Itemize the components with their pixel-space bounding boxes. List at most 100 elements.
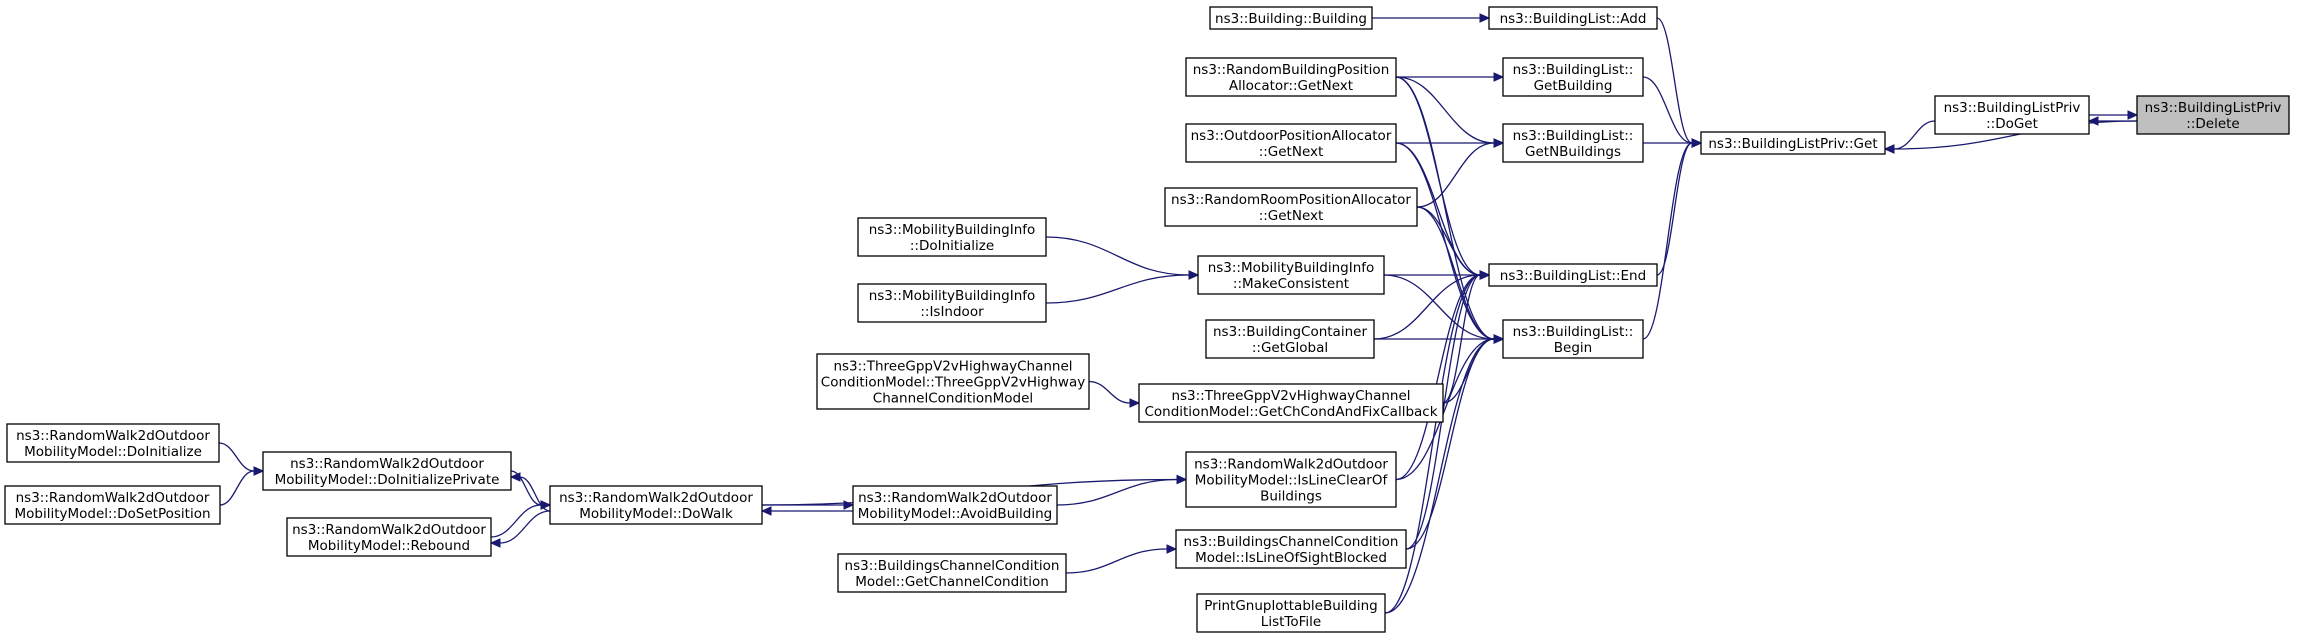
node-label: ::IsIndoor — [920, 304, 984, 320]
node-opa[interactable]: ns3::OutdoorPositionAllocator::GetNext — [1185, 123, 1397, 163]
node-label: ns3::RandomWalk2dOutdoor — [290, 456, 484, 472]
node-mbi_mc[interactable]: ns3::MobilityBuildingInfo::MakeConsisten… — [1197, 255, 1385, 295]
node-end[interactable]: ns3::BuildingList::End — [1488, 263, 1658, 287]
call-edge-rw_rebound-to-rw_dowalk — [490, 500, 552, 538]
node-label: ns3::BuildingListPriv — [1944, 100, 2081, 116]
call-edge-doget-to-delete — [2089, 110, 2139, 120]
node-label: ::Delete — [2186, 116, 2239, 132]
node-rw_setpos[interactable]: ns3::RandomWalk2dOutdoorMobilityModel::D… — [4, 485, 221, 525]
node-mbi_indoor[interactable]: ns3::MobilityBuildingInfo::IsIndoor — [857, 283, 1047, 323]
node-label: ns3::RandomWalk2dOutdoor — [858, 490, 1052, 506]
node-getnbuildings[interactable]: ns3::BuildingList::GetNBuildings — [1502, 123, 1644, 163]
node-label: ns3::RandomWalk2dOutdoor — [559, 490, 753, 506]
call-edge-rw_dowalk-to-rw_rebound — [489, 510, 551, 548]
node-label: MobilityModel::IsLineClearOf — [1195, 473, 1389, 489]
call-edge-rbpa-to-getbuilding — [1396, 72, 1505, 82]
call-edge-rw_setpos-to-rw_doinitp — [219, 466, 265, 506]
call-edge-mbi_init-to-mbi_mc — [1045, 236, 1200, 280]
node-label: ns3::Building::Building — [1215, 11, 1367, 27]
node-label: ns3::BuildingContainer — [1213, 324, 1367, 340]
call-edge-tg_ctor-to-tg_get — [1088, 380, 1141, 408]
node-label: ns3::ThreeGppV2vHighwayChannel — [833, 359, 1072, 375]
call-edge-end-to-get — [1656, 138, 1703, 276]
node-label: ChannelConditionModel — [873, 391, 1033, 407]
node-label: ConditionModel::ThreeGppV2vHighway — [821, 375, 1085, 391]
node-label: MobilityModel::AvoidBuilding — [858, 506, 1052, 522]
node-rw_dowalk[interactable]: ns3::RandomWalk2dOutdoorMobilityModel::D… — [549, 485, 763, 525]
node-label: MobilityModel::DoSetPosition — [14, 506, 210, 522]
node-label: PrintGnuplottableBuilding — [1204, 598, 1377, 614]
node-label: ns3::BuildingList:: — [1513, 128, 1634, 144]
node-label: Model::IsLineOfSightBlocked — [1195, 550, 1387, 566]
node-label: ns3::MobilityBuildingInfo — [1208, 260, 1375, 276]
node-delete[interactable]: ns3::BuildingListPriv::Delete — [2136, 95, 2290, 135]
node-label: ns3::BuildingsChannelCondition — [1184, 534, 1399, 550]
node-label: ns3::MobilityBuildingInfo — [869, 222, 1036, 238]
node-label: ::DoGet — [1986, 116, 2038, 132]
node-label: ns3::BuildingList::End — [1500, 268, 1646, 284]
node-tg_ctor[interactable]: ns3::ThreeGppV2vHighwayChannelConditionM… — [816, 353, 1090, 410]
node-label: ns3::RandomWalk2dOutdoor — [292, 522, 486, 538]
node-label: ::GetGlobal — [1252, 340, 1328, 356]
call-edge-delete-to-get — [1883, 120, 2138, 154]
call-edge-print-to-begin — [1384, 334, 1505, 614]
node-label: MobilityModel::DoWalk — [579, 506, 733, 522]
node-label: ns3::OutdoorPositionAllocator — [1191, 128, 1392, 144]
node-label: ns3::RandomBuildingPosition — [1193, 62, 1390, 78]
node-label: MobilityModel::Rebound — [308, 538, 470, 554]
node-label: ns3::RandomWalk2dOutdoor — [16, 490, 210, 506]
node-label: ns3::RandomRoomPositionAllocator — [1171, 192, 1411, 208]
node-label: MobilityModel::DoInitialize — [24, 444, 202, 460]
node-label: ns3::RandomWalk2dOutdoor — [16, 428, 210, 444]
node-rw_doinit[interactable]: ns3::RandomWalk2dOutdoorMobilityModel::D… — [6, 423, 220, 463]
node-label: GetNBuildings — [1525, 144, 1621, 160]
node-tg_get[interactable]: ns3::ThreeGppV2vHighwayChannelConditionM… — [1138, 383, 1444, 423]
node-label: ListToFile — [1261, 614, 1321, 630]
node-bcc_islos[interactable]: ns3::BuildingsChannelConditionModel::IsL… — [1175, 529, 1407, 569]
call-edge-rrpa-to-getnbuildings — [1416, 138, 1505, 208]
node-label: ::DoInitialize — [910, 238, 994, 254]
node-label: ns3::BuildingListPriv — [2145, 100, 2282, 116]
call-edges — [218, 13, 2139, 614]
node-label: ::GetNext — [1259, 208, 1324, 224]
call-edge-begin-to-get — [1642, 138, 1703, 340]
call-edge-mbi_mc-to-begin — [1383, 274, 1505, 344]
node-rbpa[interactable]: ns3::RandomBuildingPositionAllocator::Ge… — [1185, 57, 1397, 97]
node-label: GetBuilding — [1534, 78, 1613, 94]
node-doget[interactable]: ns3::BuildingListPriv::DoGet — [1934, 95, 2090, 135]
node-label: Model::GetChannelCondition — [855, 574, 1049, 590]
node-rrpa[interactable]: ns3::RandomRoomPositionAllocator::GetNex… — [1164, 187, 1418, 227]
node-label: Allocator::GetNext — [1229, 78, 1353, 94]
node-getbuilding[interactable]: ns3::BuildingList::GetBuilding — [1502, 57, 1644, 97]
call-edge-rw_islc-to-end — [1395, 270, 1491, 481]
node-begin[interactable]: ns3::BuildingList::Begin — [1502, 319, 1644, 359]
node-label: ::MakeConsistent — [1233, 276, 1349, 292]
node-label: ConditionModel::GetChCondAndFixCallback — [1144, 404, 1437, 420]
node-add[interactable]: ns3::BuildingList::Add — [1488, 6, 1658, 30]
call-edge-building-to-add — [1372, 13, 1491, 23]
node-label: ns3::ThreeGppV2vHighwayChannel — [1171, 388, 1410, 404]
node-label: ns3::BuildingList:: — [1513, 62, 1634, 78]
node-rw_islc[interactable]: ns3::RandomWalk2dOutdoorMobilityModel::I… — [1185, 451, 1397, 508]
node-label: ns3::BuildingsChannelCondition — [845, 558, 1060, 574]
node-label: Buildings — [1260, 489, 1322, 505]
node-bc_global[interactable]: ns3::BuildingContainer::GetGlobal — [1205, 319, 1375, 359]
call-edge-getbuilding-to-get — [1642, 76, 1703, 148]
node-label: ns3::BuildingList:: — [1513, 324, 1634, 340]
node-mbi_init[interactable]: ns3::MobilityBuildingInfo::DoInitialize — [857, 217, 1047, 257]
node-get[interactable]: ns3::BuildingListPriv::Get — [1700, 131, 1886, 155]
node-rw_rebound[interactable]: ns3::RandomWalk2dOutdoorMobilityModel::R… — [286, 517, 492, 557]
node-label: MobilityModel::DoInitializePrivate — [275, 472, 500, 488]
node-label: ns3::RandomWalk2dOutdoor — [1194, 457, 1388, 473]
node-rw_avoid[interactable]: ns3::RandomWalk2dOutdoorMobilityModel::A… — [852, 485, 1058, 525]
call-edge-rbpa-to-getnbuildings — [1395, 76, 1505, 148]
node-label: ::GetNext — [1259, 144, 1324, 160]
node-rw_doinitp[interactable]: ns3::RandomWalk2dOutdoorMobilityModel::D… — [262, 451, 512, 491]
node-building[interactable]: ns3::Building::Building — [1209, 6, 1373, 30]
node-label: ns3::BuildingListPriv::Get — [1708, 136, 1877, 152]
node-bcc_get[interactable]: ns3::BuildingsChannelConditionModel::Get… — [837, 553, 1067, 593]
node-label: ns3::BuildingList::Add — [1500, 11, 1647, 27]
call-edge-opa-to-getnbuildings — [1395, 138, 1505, 148]
